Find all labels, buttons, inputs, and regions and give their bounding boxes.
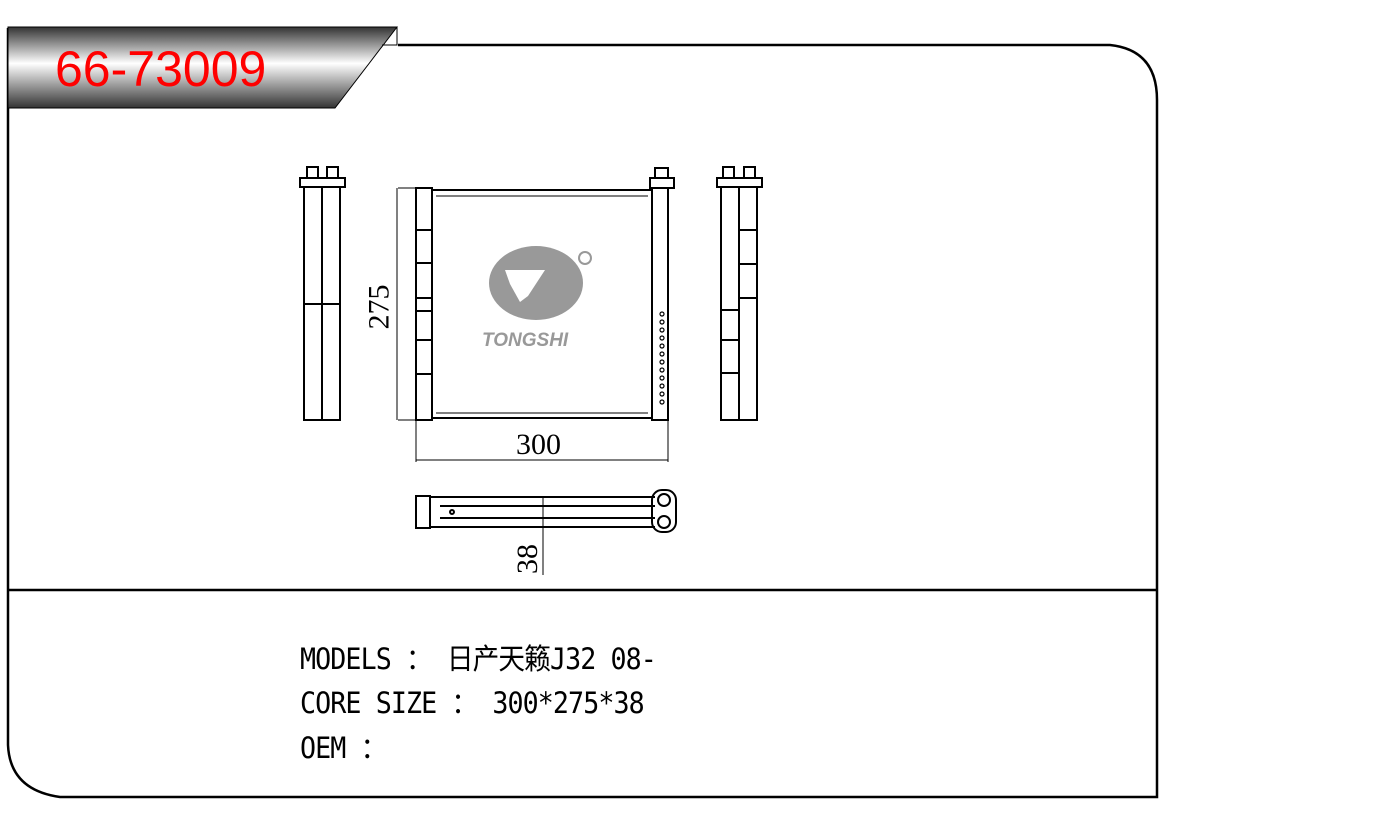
front-view: [396, 167, 675, 462]
height-dimension: 275: [362, 284, 396, 330]
logo-text: TONGSHI: [482, 330, 569, 351]
width-dimension: 300: [516, 428, 561, 461]
core-size-line: CORE SIZE ： 300*275*38: [300, 680, 645, 722]
core-size-value: 300*275*38: [492, 686, 644, 720]
models-line: MODELS ： 日产天籁J32 08-: [300, 636, 657, 678]
frame: [6, 28, 1159, 799]
models-value: 日产天籁J32 08-: [446, 642, 657, 676]
core-size-label: CORE SIZE ：: [300, 686, 493, 720]
part-number-banner: [7, 26, 399, 109]
oem-line: OEM ：: [300, 725, 387, 767]
models-label: MODELS ：: [300, 642, 447, 676]
top-view: [415, 489, 677, 575]
part-number: 66-73009: [55, 41, 267, 97]
depth-dimension: 38: [511, 544, 544, 574]
side-view-right: [716, 166, 763, 421]
tongshi-logo: [489, 246, 592, 320]
oem-label: OEM ：: [300, 731, 387, 765]
side-view-left: [299, 166, 346, 421]
